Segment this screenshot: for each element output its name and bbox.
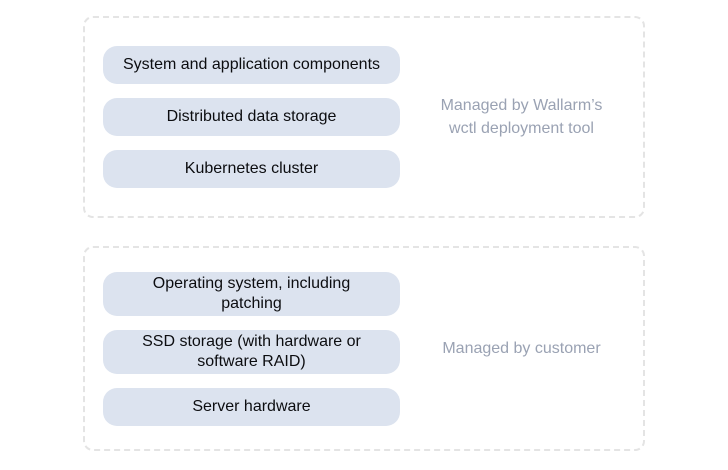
pill-label: Distributed data storage [166,108,337,125]
label-managed-by-wallarm: Managed by Wallarm’s wctl deployment too… [400,94,643,140]
pill-label: System and application components [122,56,381,73]
pill-label: Kubernetes cluster [184,160,319,177]
wallarm-pill-column: System and application components Distri… [103,46,400,188]
pill-kubernetes-cluster: Kubernetes cluster [103,150,400,188]
pill-system-and-application-components: System and application components [103,46,400,84]
pill-operating-system: Operating system, including patching [103,271,400,316]
customer-pill-column: Operating system, including patching SSD… [103,271,400,426]
label-line: wctl deployment tool [449,120,594,137]
pill-distributed-data-storage: Distributed data storage [103,98,400,136]
group-managed-by-wallarm: System and application components Distri… [83,16,645,218]
pill-label: SSD storage (with hardware or [142,332,361,350]
pill-ssd-storage: SSD storage (with hardware or software R… [103,329,400,374]
pill-label: Operating system, including [152,274,351,292]
label-managed-by-customer: Managed by customer [400,337,643,360]
pill-server-hardware: Server hardware [103,387,400,426]
pill-label: Server hardware [192,397,311,415]
pill-label: software RAID) [197,352,306,370]
label-line: Managed by Wallarm’s [440,97,603,114]
group-managed-by-customer: Operating system, including patching SSD… [83,246,645,451]
label-line: Managed by customer [442,340,601,357]
pill-label: patching [221,294,282,312]
